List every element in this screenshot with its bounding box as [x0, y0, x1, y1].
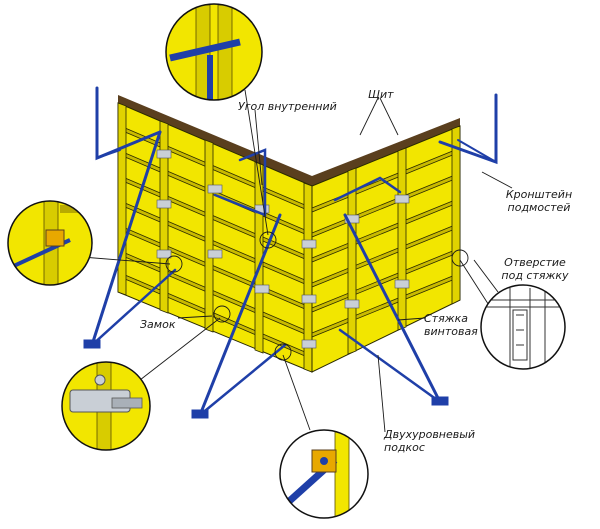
lock-clamp-detail-icon — [61, 361, 151, 451]
tie-rod-detail-icon — [7, 200, 93, 286]
label-panel: Щит — [368, 88, 394, 101]
label-tie-hole-line2: под стяжку — [501, 269, 569, 282]
brace-hinge-detail-icon — [279, 429, 369, 519]
label-tie-line2: винтовая — [424, 325, 478, 338]
corner-pipe-detail-icon — [165, 3, 263, 101]
steel-supports — [83, 86, 498, 419]
label-inner-corner: Угол внутренний — [238, 100, 337, 113]
tie-hole-detail-icon — [480, 284, 566, 370]
left-wall — [117, 95, 313, 373]
label-tie-line1: Стяжка — [424, 312, 468, 325]
label-tie-hole: Отверстие под стяжку — [492, 256, 578, 282]
right-wall — [301, 118, 461, 373]
label-brace-line1: Двухуровневый — [384, 428, 476, 441]
detail-markers — [165, 231, 469, 361]
label-tie: Стяжка винтовая — [424, 312, 478, 338]
label-brace: Двухуровневый подкос — [384, 428, 475, 454]
label-bracket: Кронштейн подмостей — [494, 188, 584, 214]
label-lock: Замок — [140, 318, 176, 331]
label-bracket-line1: Кронштейн — [505, 188, 573, 201]
label-brace-line2: подкос — [384, 441, 425, 454]
label-tie-hole-line1: Отверстие — [504, 256, 566, 269]
label-bracket-line2: подмостей — [507, 201, 571, 214]
leader-lines — [81, 89, 513, 433]
